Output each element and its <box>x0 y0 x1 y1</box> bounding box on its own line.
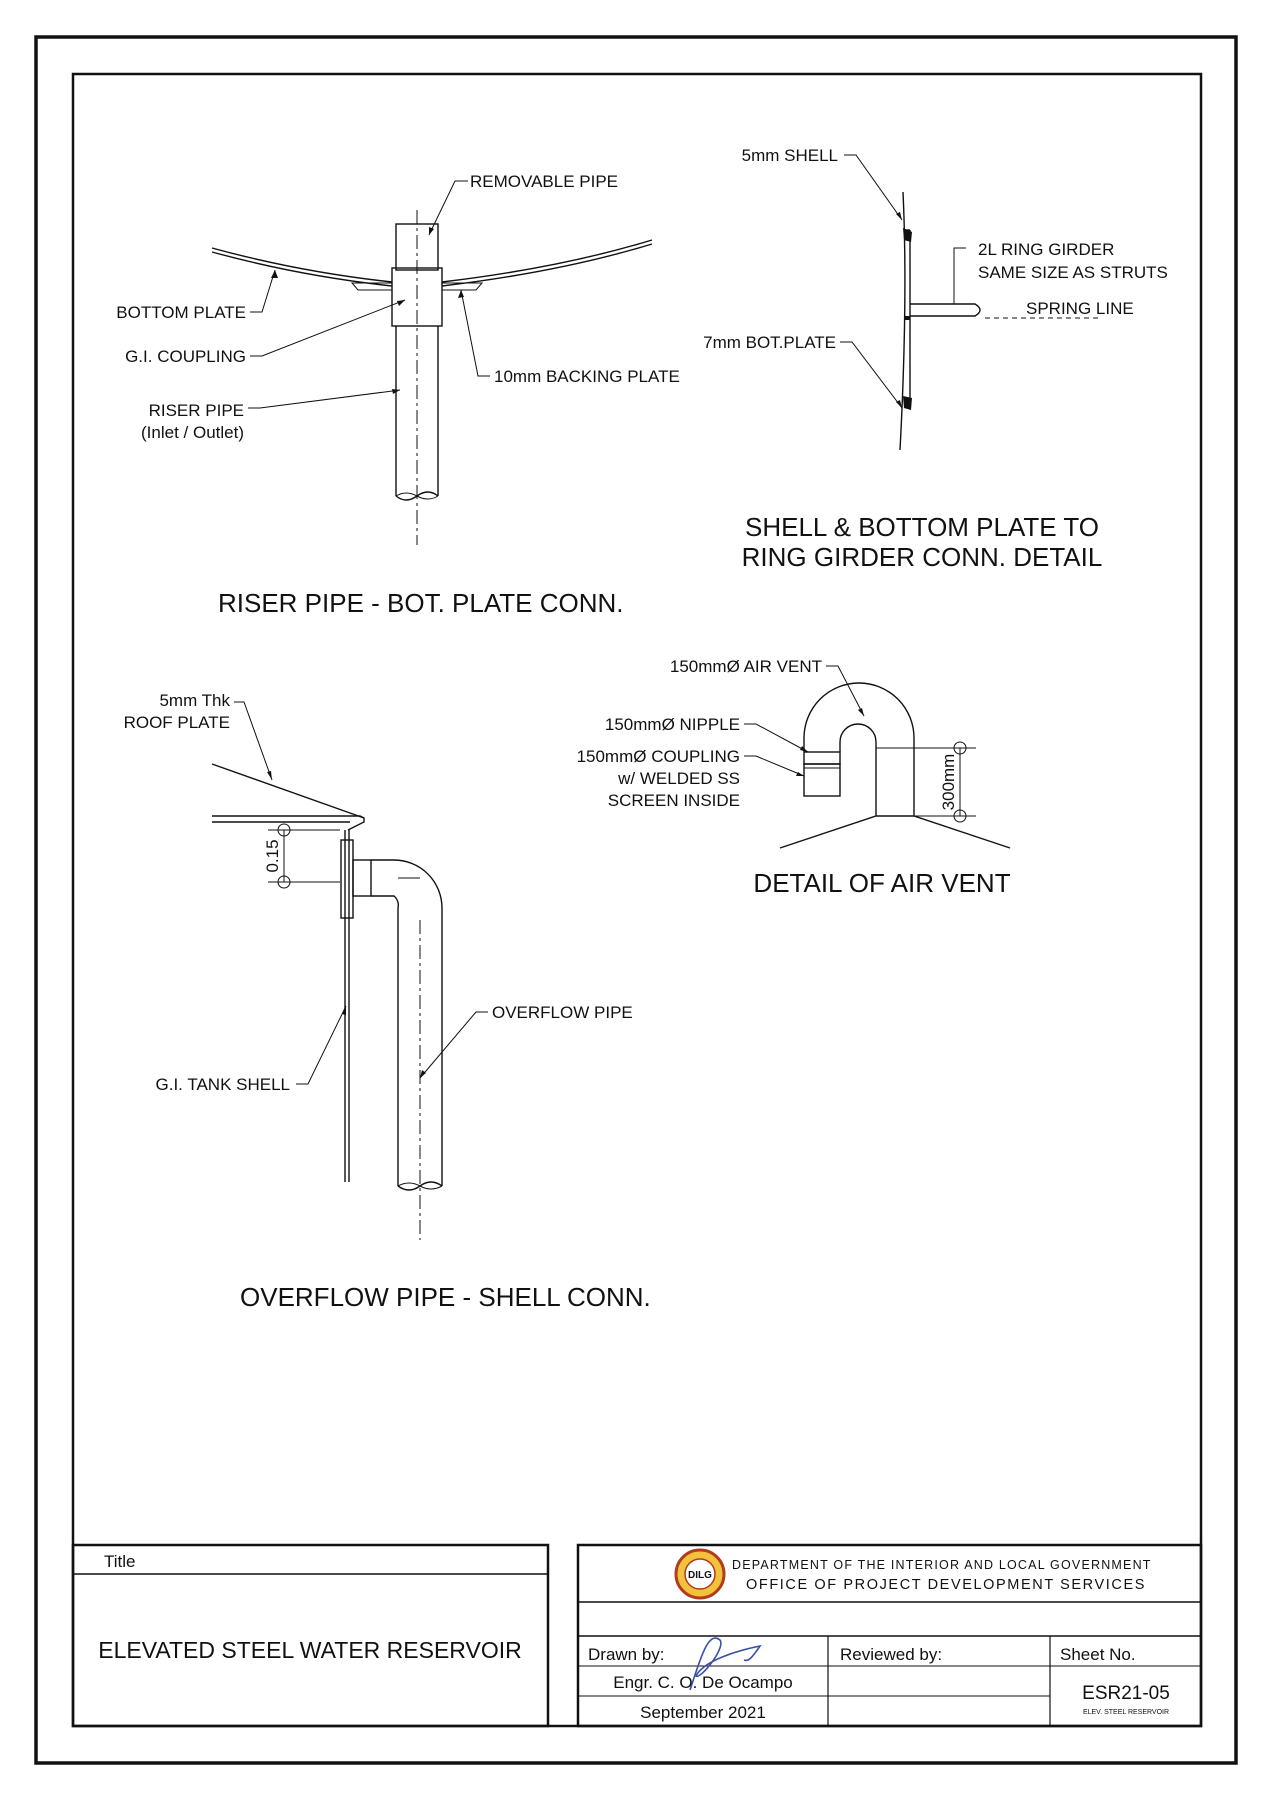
riser-detail-title: RISER PIPE - BOT. PLATE CONN. <box>218 588 624 618</box>
shell-detail-title-1: SHELL & BOTTOM PLATE TO <box>745 512 1099 542</box>
label-nipple: 150mmØ NIPPLE <box>605 715 740 734</box>
overflow-elbow-inner <box>371 895 400 1186</box>
air-vent-coupling <box>803 763 841 797</box>
bottom-plate-curve-left <box>211 247 393 283</box>
sheet-no: ESR21-05 <box>1082 1683 1170 1704</box>
agency-line-2: OFFICE OF PROJECT DEVELOPMENT SERVICES <box>746 1577 1146 1593</box>
air-vent-nipple <box>803 751 841 765</box>
label-air-vent: 150mmØ AIR VENT <box>670 657 822 676</box>
project-title: ELEVATED STEEL WATER RESERVOIR <box>98 1637 521 1663</box>
label-riser-pipe: RISER PIPE <box>149 401 244 420</box>
label-spring-line: SPRING LINE <box>1026 299 1134 318</box>
riser-pipe-detail: REMOVABLE PIPE BOTTOM PLATE G.I. COUPLIN… <box>116 172 680 618</box>
label-coupling-3: SCREEN INSIDE <box>608 791 740 810</box>
label-coupling-1: 150mmØ COUPLING <box>577 747 740 766</box>
drawn-by-label: Drawn by: <box>588 1645 665 1664</box>
drawn-by-name: Engr. C. O. De Ocampo <box>613 1673 793 1692</box>
overflow-detail: 0.15 5mm Thk ROOF PLATE OVERFLOW PIPE G.… <box>124 691 651 1312</box>
sheet-no-label: Sheet No. <box>1060 1645 1136 1664</box>
label-ring-girder-2: SAME SIZE AS STRUTS <box>978 263 1168 282</box>
label-7mm-bot-plate: 7mm BOT.PLATE <box>703 333 836 352</box>
roof-plate-top <box>211 763 365 819</box>
bottom-plate-curve-right <box>441 239 653 283</box>
label-coupling-2: w/ WELDED SS <box>617 769 740 788</box>
label-roof-plate-2: ROOF PLATE <box>124 713 230 732</box>
bottom-plate-curve-right-inner <box>441 243 653 287</box>
air-vent-roof <box>779 815 1011 849</box>
pipe-stub <box>352 859 372 897</box>
logo-text: DILG <box>688 1570 712 1581</box>
label-tank-shell: G.I. TANK SHELL <box>156 1075 290 1094</box>
signature <box>689 1637 762 1691</box>
flange-plate <box>340 839 354 919</box>
label-bottom-plate: BOTTOM PLATE <box>116 303 246 322</box>
ring-girder <box>910 303 981 317</box>
air-vent-title: DETAIL OF AIR VENT <box>753 868 1010 898</box>
outer-border <box>34 35 1238 1765</box>
label-roof-plate-1: 5mm Thk <box>159 691 230 710</box>
dilg-logo: DILG <box>674 1548 726 1600</box>
label-removable-pipe: REMOVABLE PIPE <box>470 172 618 191</box>
reviewed-by-label: Reviewed by: <box>840 1645 942 1664</box>
label-gi-coupling: G.I. COUPLING <box>125 347 246 366</box>
overflow-elbow-outer <box>371 859 443 1186</box>
shell-detail-title-2: RING GIRDER CONN. DETAIL <box>742 542 1103 572</box>
air-vent-gooseneck <box>803 682 915 816</box>
shell-line-outer <box>899 191 906 451</box>
leader-removable-pipe <box>428 180 468 236</box>
overflow-detail-title: OVERFLOW PIPE - SHELL CONN. <box>240 1282 651 1312</box>
label-ring-girder-1: 2L RING GIRDER <box>978 240 1114 259</box>
sheet-caption: ELEV. STEEL RESERVOIR <box>1083 1709 1169 1716</box>
title-label: Title <box>104 1552 136 1571</box>
shell-detail: 5mm SHELL 2L RING GIRDER SAME SIZE AS ST… <box>703 146 1168 572</box>
dim-300mm: 300mm <box>939 754 958 811</box>
title-block: Title ELEVATED STEEL WATER RESERVOIR DIL… <box>71 1543 1203 1728</box>
label-overflow-pipe: OVERFLOW PIPE <box>492 1003 633 1022</box>
drawn-date: September 2021 <box>640 1703 766 1722</box>
label-riser-pipe-note: (Inlet / Outlet) <box>141 423 244 442</box>
label-5mm-shell: 5mm SHELL <box>742 146 838 165</box>
dim-015: 0.15 <box>263 839 282 872</box>
agency-line-1: DEPARTMENT OF THE INTERIOR AND LOCAL GOV… <box>732 1558 1152 1572</box>
air-vent-detail: 300mm 150mmØ AIR VENT 150mmØ NIPPLE 150m… <box>577 657 1011 898</box>
label-backing-plate: 10mm BACKING PLATE <box>494 367 680 386</box>
